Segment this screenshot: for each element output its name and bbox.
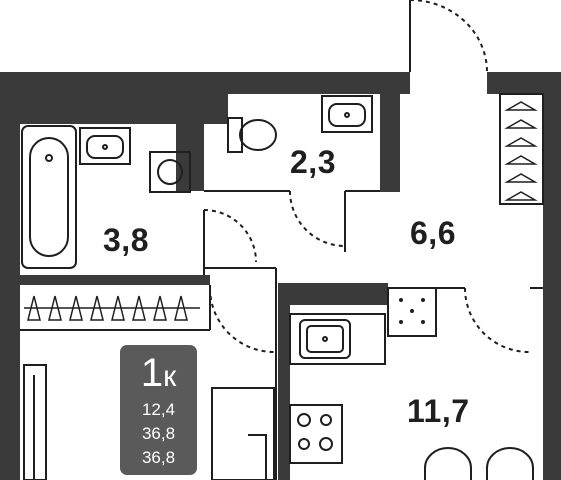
hall-area: 6,6 — [410, 215, 456, 251]
door-wc-arc — [289, 190, 346, 247]
door-entrance-arc — [409, 0, 488, 73]
bathtub-icon — [21, 125, 77, 269]
kitchen-counter — [289, 313, 386, 365]
wall-top-left — [0, 72, 410, 94]
wall-block-top — [20, 94, 228, 124]
hanger-icon — [504, 191, 538, 201]
hob-dot — [410, 309, 414, 313]
stove-icon — [289, 404, 343, 464]
room-count-number: 1 — [140, 351, 164, 395]
kitchen-sink-basin — [306, 325, 344, 353]
kitchen-area: 11,7 — [407, 393, 470, 429]
wall-bath-bottom — [20, 275, 210, 285]
wall-kitchen-top — [278, 283, 388, 305]
room-furniture — [23, 364, 275, 480]
sink-drain — [102, 144, 108, 150]
thin-lines — [20, 0, 544, 480]
wall-wc-right — [380, 94, 400, 192]
bathtub-drain — [45, 154, 53, 162]
hanger-icon — [504, 101, 538, 111]
sink-basin — [86, 135, 124, 159]
hanger-icon — [504, 173, 538, 183]
hall-hangers — [504, 101, 538, 201]
stove-burner — [298, 438, 310, 450]
wc-fixtures — [227, 95, 373, 153]
bathroom-fixtures — [21, 125, 191, 269]
chair-icon — [248, 434, 267, 480]
wc-sink-icon — [321, 95, 373, 133]
room-count: 1к — [120, 351, 197, 399]
desk-icon — [211, 387, 275, 480]
hob-dot — [421, 320, 425, 324]
hanger-icon — [504, 155, 538, 165]
wc-area: 2,3 — [290, 144, 336, 180]
wc-sink-drain — [344, 112, 350, 118]
sink-icon — [79, 127, 131, 165]
hanger-icon — [504, 119, 538, 129]
kitchen-fixtures — [289, 287, 534, 480]
toilet-icon — [239, 119, 277, 151]
walls — [0, 72, 561, 480]
hob-dot — [399, 320, 403, 324]
door-bath-arc — [203, 209, 257, 263]
hall-wardrobe — [499, 93, 544, 205]
room-count-suffix: к — [163, 360, 177, 393]
wall-top-right — [487, 72, 561, 94]
stove-burner — [319, 437, 333, 451]
wall-left — [0, 72, 20, 480]
bathroom-area: 3,8 — [103, 222, 149, 258]
hanger-icon — [504, 137, 538, 147]
hob-icon — [387, 287, 437, 337]
total-area: 36,8 — [141, 424, 176, 443]
washing-machine-drum — [157, 159, 183, 185]
wall-kitchen-left — [278, 283, 290, 480]
kitchen-sink-drain — [322, 336, 328, 342]
wc-sink-basin — [328, 103, 366, 127]
toilet-tank — [227, 117, 243, 153]
bed-icon — [23, 364, 47, 480]
stove-burner — [320, 414, 332, 426]
apartment-badge: 1к 12,4 36,8 36,8 — [120, 345, 197, 475]
washing-machine-icon — [149, 151, 191, 193]
bathtub-inner — [29, 137, 69, 257]
hob-dots — [399, 298, 425, 324]
kitchen-sink-icon — [299, 319, 351, 359]
chair-icon — [486, 447, 534, 480]
wall-right — [543, 72, 561, 480]
chair-icon — [424, 447, 472, 480]
total-area-secondary: 36,8 — [141, 448, 176, 467]
hob-dot — [421, 298, 425, 302]
door-room-arc — [209, 287, 275, 353]
stove-burner — [297, 413, 311, 427]
door-kitchen-arc — [464, 287, 530, 353]
hob-dot — [399, 298, 403, 302]
living-area: 12,4 — [141, 400, 176, 419]
room-hangers — [24, 295, 200, 321]
